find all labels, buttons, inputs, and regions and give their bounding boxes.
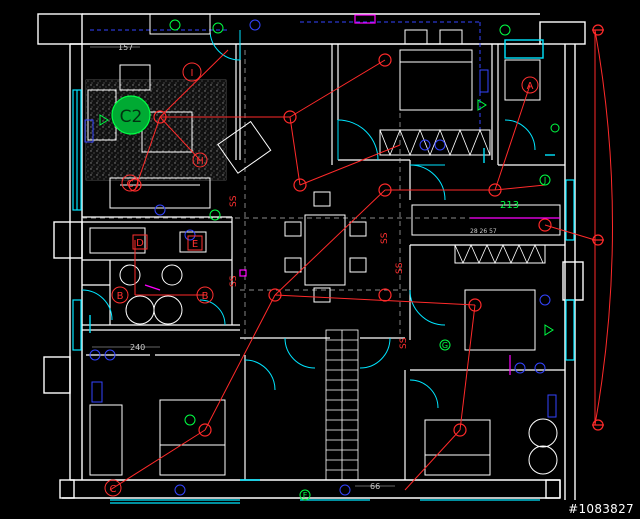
door-swings [81,29,536,409]
svg-text:SS: SS [380,232,390,244]
svg-text:B: B [117,291,124,302]
svg-text:SS: SS [229,275,239,287]
circuit-wiring [109,29,613,491]
watermark-id: #1083827 [568,502,634,516]
svg-text:F: F [303,491,308,500]
circuit-tags [104,62,539,497]
svg-text:C2: C2 [120,107,143,127]
svg-text:A: A [527,81,534,92]
svg-text:H: H [196,156,204,167]
dimension-labels: 157 240 213 28 26 57 66 [90,43,519,491]
outlets [84,19,557,496]
accent-marks [144,14,560,375]
svg-text:240: 240 [130,343,145,352]
switch-markers: SS SS SS SS SS [229,195,409,349]
svg-text:J: J [543,176,546,185]
svg-text:66: 66 [370,482,380,491]
room-tag-large: C2 [111,95,151,135]
light-fixtures [128,24,604,437]
svg-text:157: 157 [118,43,133,52]
windows [72,89,575,504]
svg-text:213: 213 [500,200,519,211]
switch-tag-labels: G F J [303,176,546,500]
svg-text:SS: SS [395,262,405,274]
svg-text:I: I [191,68,194,79]
switches [99,19,560,501]
svg-text:D: D [136,238,144,249]
small-fixtures [89,39,555,481]
svg-text:C: C [110,484,117,495]
svg-text:G: G [442,341,448,350]
svg-text:C: C [127,179,134,190]
svg-text:E: E [192,239,198,250]
hatched-corridor [325,128,544,481]
svg-text:SS: SS [399,337,409,349]
svg-text:B: B [202,291,209,302]
utility-lines [90,21,481,130]
furniture [87,13,561,476]
circuit-tag-labels: D E A B B C C I H [110,68,534,495]
svg-text:SS: SS [229,195,239,207]
svg-text:28 26 57: 28 26 57 [470,228,497,235]
